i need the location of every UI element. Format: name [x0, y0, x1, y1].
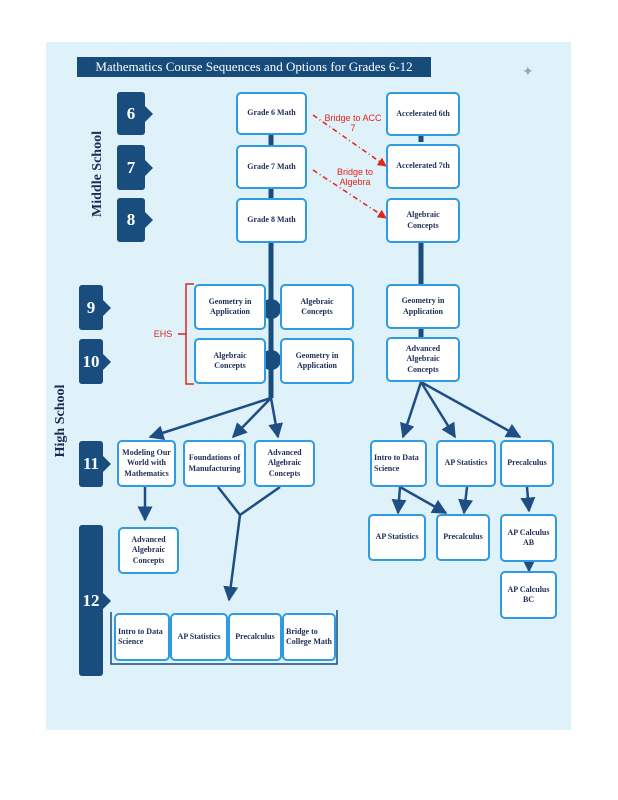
course-ap-statistics-11: AP Statistics	[436, 440, 496, 487]
course-intro-to-data-science-11: Intro to Data Science	[370, 440, 427, 487]
course-foundations-of-manufacturing: Foundations of Manufacturing	[183, 440, 246, 487]
course-algebraic-concepts-8: Algebraic Concepts	[386, 198, 460, 243]
ehs-label: EHS	[153, 329, 173, 339]
junction-9	[261, 299, 281, 319]
course-ap-calculus-bc: AP Calculus BC	[500, 571, 557, 619]
arrow-to-foundations	[231, 397, 272, 439]
course-modeling-our-world: Modeling Our World with Mathematics	[117, 440, 176, 487]
course-precalculus-12-right: Precalculus	[436, 514, 490, 561]
course-advanced-algebraic-concepts-10: Advanced Algebraic Concepts	[386, 337, 460, 382]
logo-icon: ✦	[522, 65, 534, 80]
arrow-precalc-to-calc	[520, 486, 536, 513]
ehs-bracket	[178, 283, 194, 385]
arrow-to-precalc-11	[420, 380, 522, 439]
merge-adv-alg	[239, 485, 281, 517]
high-school-label: High School	[53, 384, 68, 458]
course-grade7-math: Grade 7 Math	[236, 145, 307, 189]
course-geometry-in-application-9-left: Geometry in Application	[194, 284, 266, 330]
course-advanced-algebraic-concepts-12: Advanced Algebraic Concepts	[118, 527, 179, 574]
arrow-to-adv-alg-11	[268, 397, 283, 439]
page-title: Mathematics Course Sequences and Options…	[77, 57, 431, 77]
middle-school-label: Middle School	[90, 131, 105, 217]
arrow-intro-ds-to-ap	[391, 486, 407, 515]
course-ap-statistics-12-right: AP Statistics	[368, 514, 426, 561]
bridge-algebra-label: Bridge to Algebra	[336, 167, 374, 188]
course-ap-statistics-12-left: AP Statistics	[170, 613, 228, 661]
course-intro-to-data-science-12: Intro to Data Science	[114, 613, 170, 661]
course-algebraic-concepts-10: Algebraic Concepts	[194, 338, 266, 384]
grade-6-marker: 6	[117, 92, 153, 135]
arrow-to-intro-ds	[400, 381, 423, 439]
grade-12-marker: 12	[79, 525, 111, 676]
arrow-to-group-12	[223, 514, 242, 602]
course-geometry-in-application-10: Geometry in Application	[280, 338, 354, 384]
arrow-to-ap-stats-11	[419, 381, 457, 439]
course-accelerated-6th: Accelerated 6th	[386, 92, 460, 136]
course-bridge-to-college-math: Bridge to College Math	[282, 613, 336, 661]
course-geometry-in-application-9-right: Geometry in Application	[386, 284, 460, 329]
merge-foundations	[217, 486, 241, 516]
course-precalculus-11: Precalculus	[500, 440, 554, 487]
bridge-arrow-algebra	[312, 169, 387, 219]
course-advanced-algebraic-concepts-11: Advanced Algebraic Concepts	[254, 440, 315, 487]
course-precalculus-12-left: Precalculus	[228, 613, 282, 661]
arrow-ap-stats-to-precalc	[458, 486, 473, 515]
grade-11-marker: 11	[79, 441, 111, 487]
grade-8-marker: 8	[117, 198, 153, 242]
arrow-intro-ds-to-precalc	[399, 485, 448, 515]
grade-7-marker: 7	[117, 145, 153, 190]
grade-9-marker: 9	[79, 285, 111, 330]
course-grade8-math: Grade 8 Math	[236, 198, 307, 243]
junction-10	[261, 350, 281, 370]
group-12-outline	[110, 610, 338, 665]
course-algebraic-concepts-9: Algebraic Concepts	[280, 284, 354, 330]
course-accelerated-7th: Accelerated 7th	[386, 144, 460, 189]
arrow-to-modeling	[148, 396, 272, 440]
bridge-arrow-acc7	[312, 114, 387, 167]
bridge-acc7-label: Bridge to ACC 7	[324, 113, 382, 134]
course-grade6-math: Grade 6 Math	[236, 92, 307, 135]
grade-10-marker: 10	[79, 339, 111, 384]
course-ap-calculus-ab: AP Calculus AB	[500, 514, 557, 562]
